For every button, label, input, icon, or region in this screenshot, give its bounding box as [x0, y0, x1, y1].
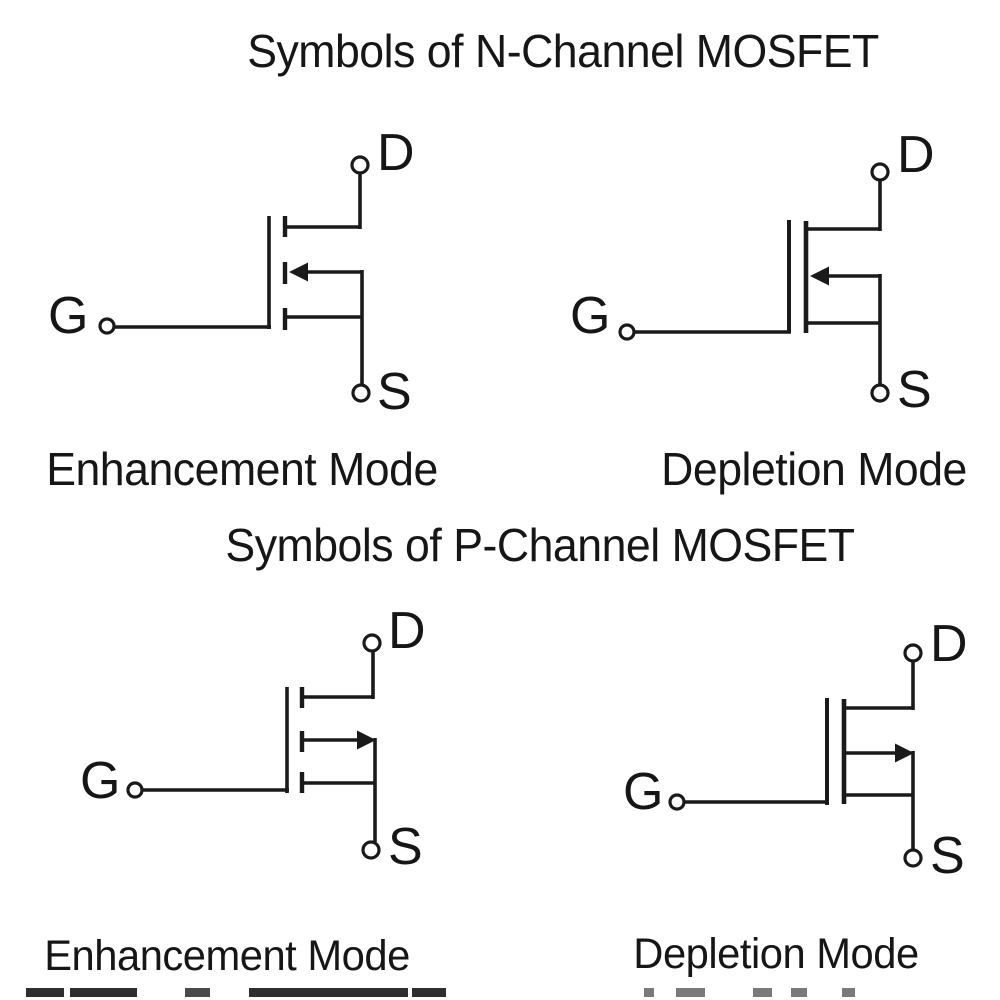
p-enhancement-symbol: [126, 633, 382, 860]
p-enh-drain-label: D: [388, 602, 426, 660]
source-terminal-circle: [870, 383, 890, 403]
n-dep-drain-label: D: [897, 126, 935, 184]
cropped-text-artifact: [412, 988, 446, 997]
cropped-text-artifact: [70, 988, 137, 997]
p-dep-gate-label: G: [623, 763, 663, 821]
n-enhancement-symbol: [98, 155, 371, 403]
source-terminal-circle: [903, 848, 923, 868]
p-channel-section-title: Symbols of P-Channel MOSFET: [225, 519, 855, 571]
body-arrow-icon: [810, 266, 829, 286]
drain-terminal-circle: [903, 643, 923, 663]
body-arrow-icon: [357, 730, 376, 750]
n-channel-section-title: Symbols of N-Channel MOSFET: [247, 25, 879, 77]
cropped-text-artifact: [791, 988, 807, 997]
cropped-text-artifact: [249, 988, 408, 997]
gate-terminal-circle: [618, 323, 636, 341]
p-dep-drain-label: D: [930, 615, 968, 673]
gate-terminal-circle: [126, 781, 144, 799]
source-terminal-circle: [351, 383, 371, 403]
n-depletion-symbol: [618, 162, 890, 403]
drain-terminal-circle: [350, 155, 370, 175]
n-dep-source-label: S: [897, 361, 932, 419]
p-depletion-caption: Depletion Mode: [633, 930, 919, 978]
body-arrow-icon: [895, 743, 914, 763]
n-enhancement-caption: Enhancement Mode: [46, 443, 438, 495]
cropped-text-artifact: [644, 988, 654, 997]
n-enh-source-label: S: [377, 363, 412, 421]
n-enh-gate-label: G: [48, 287, 88, 345]
p-enh-source-label: S: [388, 818, 423, 876]
body-arrow-icon: [289, 262, 308, 282]
p-depletion-symbol: [668, 643, 923, 868]
drain-terminal-circle: [362, 633, 382, 653]
gate-terminal-circle: [98, 317, 116, 335]
p-enh-gate-label: G: [80, 752, 120, 810]
gate-terminal-circle: [668, 793, 686, 811]
n-dep-gate-label: G: [570, 287, 610, 345]
cropped-text-artifact: [26, 988, 64, 997]
cropped-text-artifact: [185, 988, 210, 997]
n-enh-drain-label: D: [377, 124, 415, 182]
cropped-text-artifact: [753, 988, 772, 997]
n-depletion-caption: Depletion Mode: [661, 443, 967, 495]
source-terminal-circle: [361, 840, 381, 860]
p-enhancement-caption: Enhancement Mode: [44, 932, 410, 980]
drain-terminal-circle: [870, 162, 890, 182]
cropped-text-artifact: [842, 988, 855, 997]
p-dep-source-label: S: [930, 827, 965, 885]
cropped-text-artifact: [26, 988, 855, 997]
cropped-text-artifact: [676, 988, 705, 997]
